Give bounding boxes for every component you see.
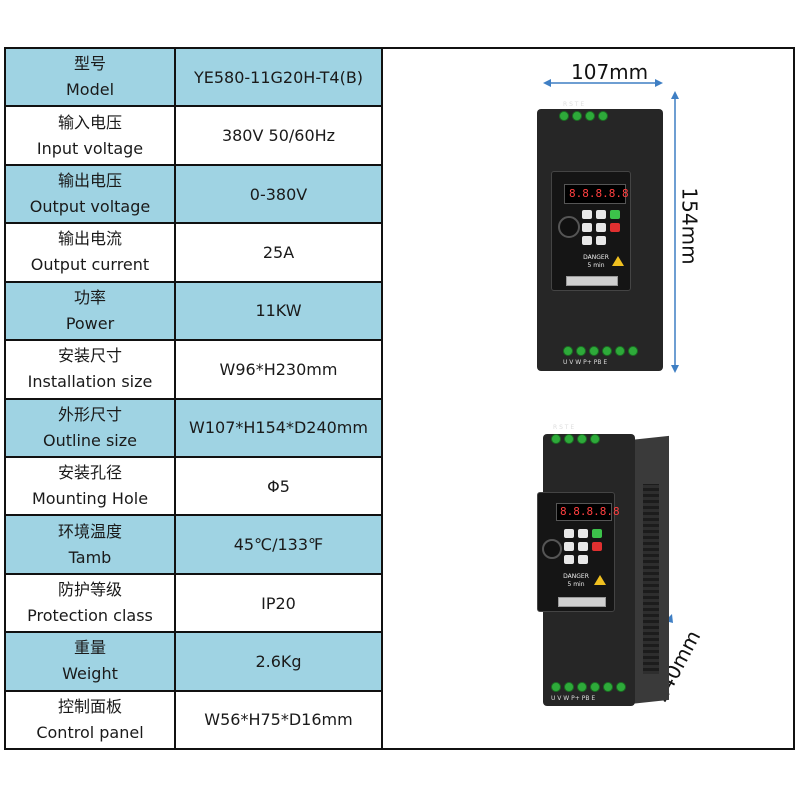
spec-label-zh: 输出电流	[57, 229, 122, 249]
top-terminal-strip	[559, 111, 608, 121]
spec-row: 控制面板 Control panel W56*H75*D16mm	[6, 691, 381, 749]
potentiometer-knob	[558, 216, 580, 238]
spec-label-en: Mounting Hole	[31, 489, 149, 509]
spec-label-en: Weight	[62, 664, 118, 684]
side-vent	[643, 484, 659, 674]
spec-label-en: Output voltage	[29, 197, 151, 217]
spec-value-cell: 380V 50/60Hz	[221, 126, 336, 146]
height-dimension-label: 154mm	[677, 187, 702, 265]
spec-value-cell: IP20	[261, 593, 296, 613]
inverter-perspective-view: R S T E 8.8.8.8.8 DANGER 5 min	[537, 424, 675, 719]
bottom-terminal-labels: U V W P+ PB E	[563, 359, 608, 366]
spec-label-cell: 输出电流 Output current	[6, 224, 176, 281]
persp-top-terminal-strip	[551, 434, 600, 444]
persp-top-terminal-labels: R S T E	[553, 424, 575, 431]
spec-value-cell: 0-380V	[249, 184, 308, 204]
control-panel: 8.8.8.8.8 DANGER 5 min	[551, 171, 631, 291]
warning-triangle-icon	[612, 256, 624, 266]
top-terminal-labels: R S T E	[563, 101, 585, 108]
spec-row: 重量 Weight 2.6Kg	[6, 633, 381, 692]
spec-value-cell: 2.6Kg	[255, 651, 302, 671]
spec-value-cell: YE580-11G20H-T4(B)	[193, 67, 364, 87]
spec-value-cell: W96*H230mm	[219, 359, 338, 379]
spec-label-zh: 型号	[73, 54, 106, 74]
spec-row: 功率 Power 11KW	[6, 282, 381, 342]
warning-sub-label: 5 min	[587, 262, 605, 269]
spec-value-cell: W56*H75*D16mm	[204, 710, 353, 730]
spec-value-cell: W107*H154*D240mm	[189, 418, 368, 438]
spec-label-zh: 重量	[73, 638, 106, 658]
led-display: 8.8.8.8.8	[564, 184, 629, 204]
spec-label-zh: 功率	[73, 287, 106, 307]
bottom-terminal-strip	[563, 346, 638, 356]
spec-label-cell: 输出电压 Output voltage	[6, 165, 176, 223]
spec-label-cell: 防护等级 Protection class	[6, 574, 176, 632]
spec-label-en: Input voltage	[36, 138, 144, 158]
spec-label-cell: 输入电压 Input voltage	[6, 107, 176, 164]
persp-bottom-terminal-strip	[551, 682, 626, 692]
control-connector	[566, 276, 618, 286]
spec-row: 输出电压 Output voltage 0-380V	[6, 165, 381, 225]
spec-label-cell: 型号 Model	[6, 49, 176, 106]
spec-label-zh: 安装尺寸	[57, 346, 122, 366]
spec-label-zh: 输入电压	[57, 112, 122, 132]
product-image-panel: 107mm 154mm 240mm R S T E	[383, 49, 793, 748]
spec-label-cell: 控制面板 Control panel	[6, 691, 176, 749]
spec-label-cell: 外形尺寸 Outline size	[6, 399, 176, 456]
spec-row: 安装孔径 Mounting Hole Φ5	[6, 457, 381, 517]
warning-label: DANGER	[583, 254, 609, 261]
spec-value-cell: 45℃/133℉	[233, 535, 324, 555]
spec-label-zh: 控制面板	[57, 696, 122, 716]
spec-table: 型号 Model YE580-11G20H-T4(B) 输入电压 Input volta…	[6, 49, 383, 749]
spec-row: 防护等级 Protection class IP20	[6, 574, 381, 634]
spec-value-cell: 25A	[262, 242, 295, 262]
spec-label-zh: 安装孔径	[57, 463, 122, 483]
spec-label-zh: 外形尺寸	[57, 404, 122, 424]
spec-label-cell: 重量 Weight	[6, 633, 176, 690]
spec-row: 安装尺寸 Installation size W96*H230mm	[6, 341, 381, 400]
spec-value-cell: 11KW	[255, 301, 302, 321]
spec-row: 输入电压 Input voltage 380V 50/60Hz	[6, 107, 381, 166]
spec-label-zh: 防护等级	[57, 580, 122, 599]
spec-row: 输出电流 Output current 25A	[6, 224, 381, 283]
spec-label-cell: 功率 Power	[6, 282, 176, 340]
width-dimension-arrow	[543, 79, 663, 87]
spec-label-zh: 输出电压	[57, 171, 122, 191]
spec-label-cell: 安装孔径 Mounting Hole	[6, 457, 176, 515]
spec-label-en: Protection class	[27, 606, 153, 625]
spec-label-zh: 环境温度	[57, 521, 122, 541]
spec-label-en: Installation size	[27, 372, 153, 392]
spec-value-cell: Φ5	[267, 476, 290, 496]
spec-label-en: Output current	[30, 255, 150, 275]
spec-label-en: Tamb	[68, 547, 112, 567]
spec-row: 环境温度 Tamb 45℃/133℉	[6, 516, 381, 575]
spec-label-en: Model	[65, 80, 115, 100]
persp-warning-triangle-icon	[594, 575, 606, 585]
spec-label-en: Outline size	[43, 430, 137, 450]
spec-label-en: Power	[65, 313, 115, 333]
spec-row: 型号 Model YE580-11G20H-T4(B)	[6, 49, 381, 108]
height-dimension-arrow	[671, 91, 679, 373]
spec-row: 外形尺寸 Outline size W107*H154*D240mm	[6, 399, 381, 458]
persp-control-panel: 8.8.8.8.8 DANGER 5 min	[537, 492, 620, 612]
width-dimension-label: 107mm	[571, 60, 649, 84]
spec-label-en: Control panel	[36, 722, 144, 742]
spec-sheet-frame: 型号 Model YE580-11G20H-T4(B) 输入电压 Input volta…	[4, 47, 795, 750]
spec-label-cell: 安装尺寸 Installation size	[6, 341, 176, 398]
inverter-front-view: R S T E 8.8.8.8.8 DANGER 5 min	[537, 101, 663, 371]
spec-label-cell: 环境温度 Tamb	[6, 516, 176, 573]
persp-bottom-terminal-labels: U V W P+ PB E	[551, 695, 596, 702]
